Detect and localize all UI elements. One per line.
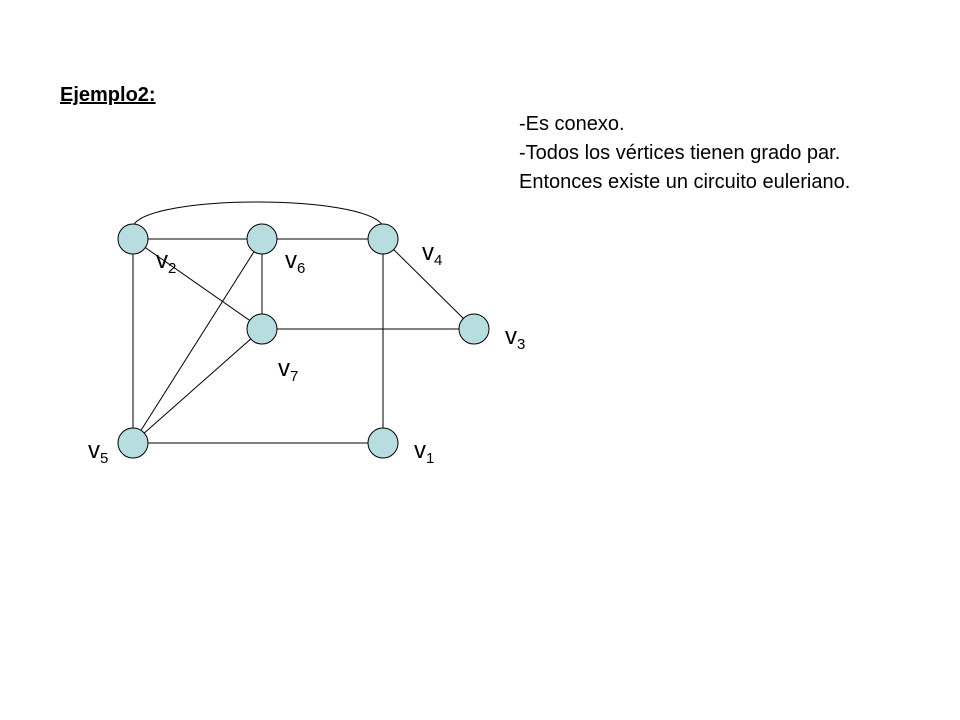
edge-v2-v7 bbox=[132, 238, 263, 330]
edge-v7-v5 bbox=[132, 328, 263, 444]
edge-layer bbox=[132, 238, 475, 444]
vertex-layer bbox=[117, 223, 490, 459]
vertex-label-v3: v3 bbox=[505, 323, 525, 353]
notes-text: -Es conexo. -Todos los vértices tienen g… bbox=[519, 110, 850, 197]
vertex-v7 bbox=[246, 313, 278, 345]
vertex-label-v4: v4 bbox=[422, 239, 442, 269]
vertex-v1 bbox=[367, 427, 399, 459]
label-layer: v1 v2 v3 v4 v5 v6 v7 bbox=[88, 239, 525, 467]
vertex-v3 bbox=[458, 313, 490, 345]
note-line-conclusion: Entonces existe un circuito euleriano. bbox=[519, 171, 851, 193]
vertex-v5 bbox=[117, 427, 149, 459]
vertex-v2 bbox=[117, 223, 149, 255]
vertex-label-v2: v2 bbox=[156, 247, 176, 277]
vertex-v4 bbox=[367, 223, 399, 255]
note-line-connected: -Es conexo. bbox=[519, 113, 625, 135]
vertex-label-v5: v5 bbox=[88, 437, 108, 467]
slide-title: Ejemplo2: bbox=[60, 84, 156, 106]
vertex-label-v7: v7 bbox=[278, 355, 298, 385]
vertex-label-v1: v1 bbox=[414, 437, 434, 467]
edge-v6-v5 bbox=[132, 238, 263, 444]
edge-v2-v4-arc bbox=[132, 201, 384, 227]
edge-v4-v3 bbox=[382, 238, 475, 330]
vertex-v6 bbox=[246, 223, 278, 255]
vertex-label-v6: v6 bbox=[285, 247, 305, 277]
note-line-even-degree: -Todos los vértices tienen grado par. bbox=[519, 142, 841, 164]
